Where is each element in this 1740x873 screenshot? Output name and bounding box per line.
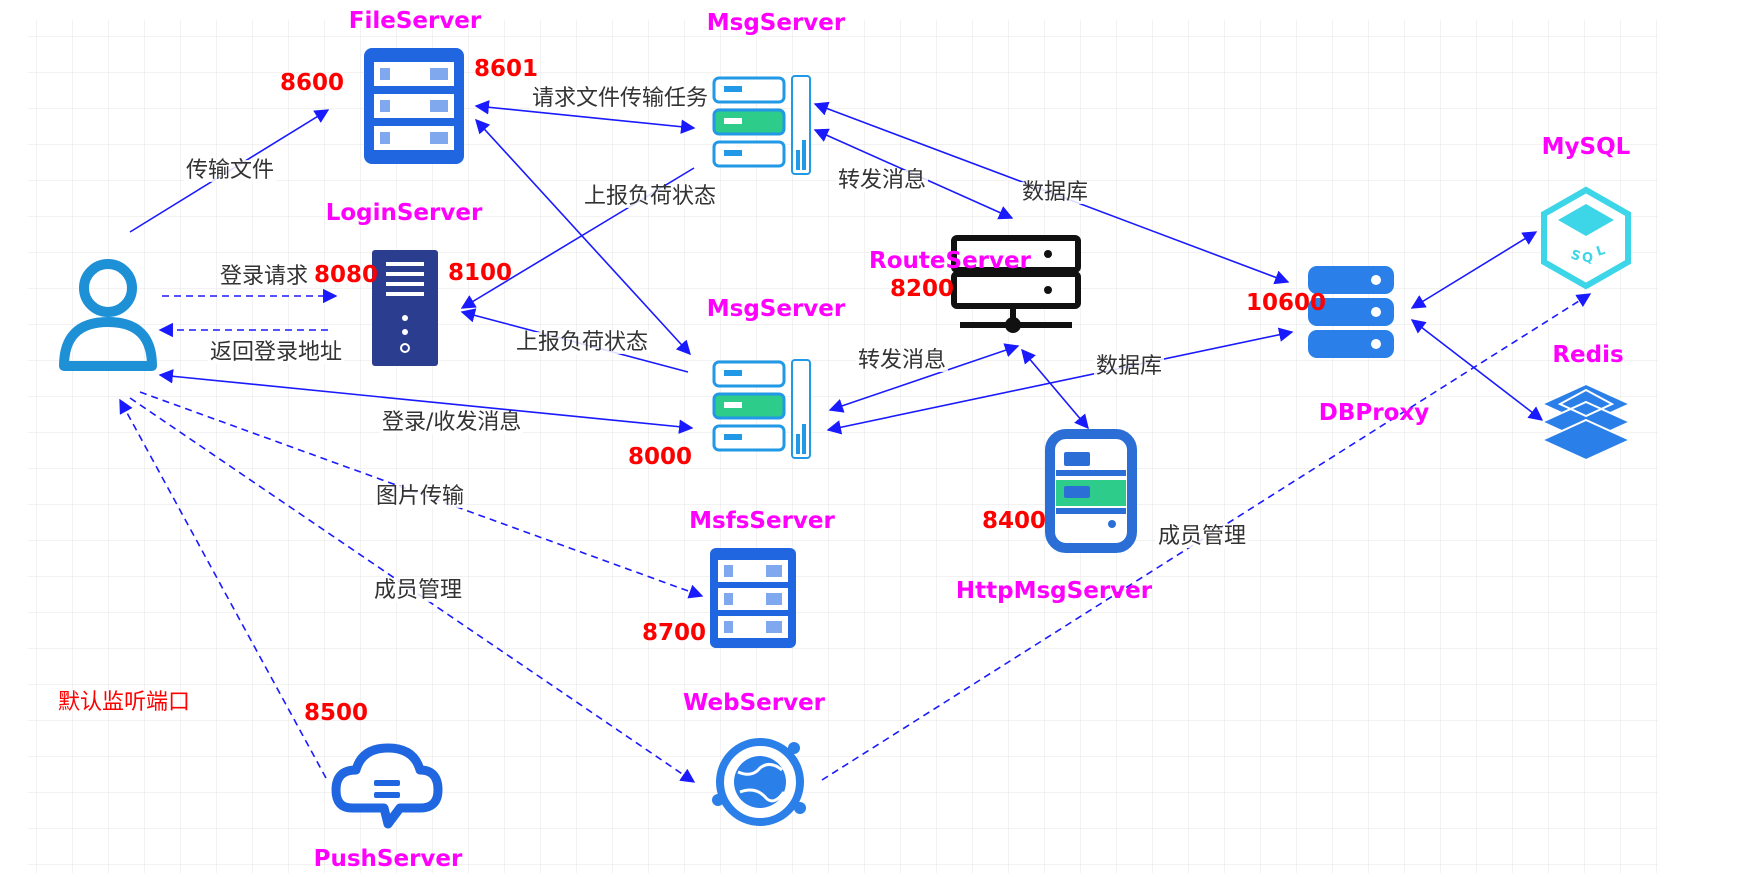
tower-server-icon[interactable] [372, 250, 438, 366]
web-server-name: WebServer [682, 690, 826, 716]
edge-label-database-mid: 数据库 [1094, 354, 1165, 379]
edge-label-report-load-mid: 上报负荷状态 [514, 330, 651, 355]
login-server-port-b: 8100 [448, 260, 513, 286]
edge-dbproxy-mysql [1410, 231, 1538, 309]
edge-route-http [1021, 348, 1089, 430]
grid-background [28, 20, 1658, 873]
network-server-icon[interactable] [951, 235, 1081, 333]
phone-server-icon[interactable] [1045, 429, 1137, 553]
route-server-port: 8200 [890, 276, 955, 302]
msg-server-mid-port: 8000 [628, 444, 693, 470]
server-rack-icon[interactable] [364, 48, 464, 164]
file-server-port-a: 8600 [280, 70, 345, 96]
file-server-name: FileServer [348, 8, 482, 34]
globe-icon[interactable] [712, 738, 806, 826]
route-server-name: RouteServer [869, 248, 1031, 274]
edge-label-forward-msg-mid: 转发消息 [856, 348, 949, 373]
dbproxy-port: 10600 [1246, 290, 1327, 316]
svg-text:S: S [1569, 248, 1583, 265]
server-chart-icon[interactable] [712, 75, 811, 175]
edge-label-database-top: 数据库 [1020, 180, 1091, 205]
edge-label-request-file-task: 请求文件传输任务 [530, 86, 711, 111]
push-server-port: 8500 [304, 700, 369, 726]
cloud-chat-icon[interactable] [331, 743, 443, 829]
edge-login-send-msg [158, 369, 694, 434]
msfs-server-port: 8700 [642, 620, 707, 646]
login-server-port-a: 8080 [314, 262, 379, 288]
edge-label-return-login-addr: 返回登录地址 [208, 340, 345, 365]
edge-label-login-request: 登录请求 [218, 264, 311, 289]
server-rack-icon[interactable] [710, 548, 796, 648]
http-msg-server-name: HttpMsgServer [955, 578, 1153, 604]
msfs-server-name: MsfsServer [689, 508, 835, 534]
edge-label-member-mgmt-left: 成员管理 [372, 578, 465, 603]
edge-file-msg-mid [475, 118, 691, 356]
server-chart-icon[interactable] [712, 359, 811, 459]
edge-label-report-load-top: 上报负荷状态 [582, 184, 719, 209]
edge-label-login-send-msg: 登录/收发消息 [380, 410, 524, 435]
file-server-port-b: 8601 [474, 56, 539, 82]
edge-dbproxy-redis [1410, 319, 1544, 421]
login-server-name: LoginServer [325, 200, 483, 226]
user-icon[interactable] [59, 259, 157, 371]
svg-text:Q: Q [1582, 251, 1593, 266]
msg-server-mid-name: MsgServer [706, 296, 846, 322]
layers-icon[interactable] [1539, 382, 1633, 462]
database-stack-icon[interactable] [1308, 266, 1394, 358]
edge-label-image-transfer: 图片传输 [374, 484, 467, 509]
edge-image-transfer [139, 391, 704, 599]
edge-label-transfer-file: 传输文件 [184, 158, 277, 183]
legend-note: 默认监听端口 [58, 690, 191, 715]
edge-member-mgmt-right [821, 293, 1592, 781]
push-server-name: PushServer [313, 846, 463, 872]
msg-server-top-name: MsgServer [706, 10, 846, 36]
edge-label-forward-msg-top: 转发消息 [836, 168, 929, 193]
sql-cube-icon[interactable]: S Q L [1541, 186, 1631, 290]
mysql-name: MySQL [1541, 134, 1631, 160]
redis-name: Redis [1552, 342, 1624, 368]
dbproxy-name: DBProxy [1318, 400, 1430, 426]
http-msg-server-port: 8400 [982, 508, 1047, 534]
edge-label-member-mgmt-right: 成员管理 [1156, 524, 1249, 549]
